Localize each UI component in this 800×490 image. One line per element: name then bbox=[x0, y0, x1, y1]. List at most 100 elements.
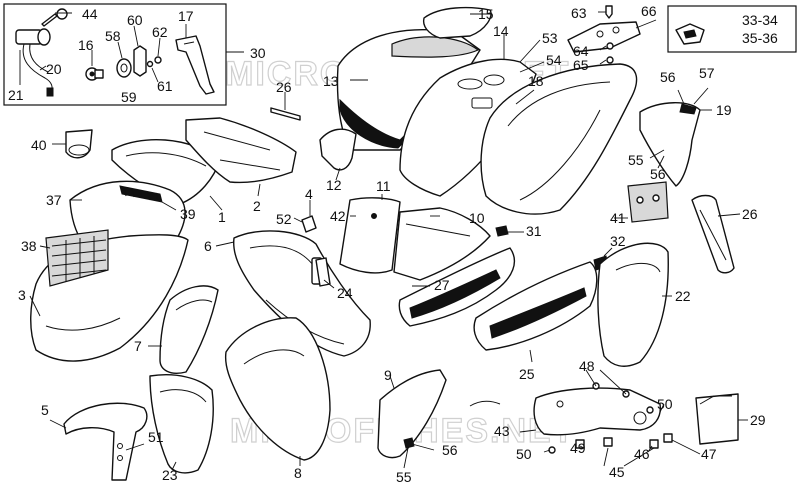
callout-50-bottom: 50 bbox=[516, 446, 532, 462]
lock-cylinder bbox=[85, 67, 104, 81]
glove-box bbox=[339, 194, 491, 281]
callout-6: 6 bbox=[204, 238, 212, 254]
plate-holder bbox=[614, 181, 669, 223]
callout-56-top: 56 bbox=[660, 69, 676, 85]
callout-12: 12 bbox=[326, 177, 342, 193]
callout-5: 5 bbox=[41, 402, 49, 418]
callout-15: 15 bbox=[478, 6, 494, 22]
callout-33-34: 33-34 bbox=[742, 12, 778, 28]
seat-bracket bbox=[319, 128, 357, 181]
callout-30: 30 bbox=[250, 45, 266, 61]
ignition-switch bbox=[15, 28, 54, 97]
front-panel bbox=[29, 229, 189, 362]
inset-frame bbox=[3, 3, 227, 106]
callout-26-right: 26 bbox=[742, 206, 758, 222]
callout-39: 39 bbox=[180, 206, 196, 222]
callout-55-right: 55 bbox=[628, 152, 644, 168]
side-panel-left bbox=[148, 285, 219, 374]
callout-54: 54 bbox=[546, 52, 562, 68]
headlight-housing bbox=[185, 117, 297, 197]
callout-55-bottom: 55 bbox=[396, 469, 412, 485]
rubber-pad bbox=[315, 257, 335, 289]
callout-1: 1 bbox=[218, 209, 226, 225]
callout-47: 47 bbox=[701, 446, 717, 462]
lower-body-cover bbox=[224, 317, 331, 466]
key bbox=[41, 8, 68, 27]
callout-51: 51 bbox=[148, 429, 164, 445]
front-mudguard-upper bbox=[597, 242, 672, 367]
rod bbox=[270, 92, 301, 121]
vent-cap bbox=[52, 129, 93, 159]
tail-light-cover bbox=[639, 87, 712, 187]
callout-21: 21 bbox=[8, 87, 24, 103]
callout-14: 14 bbox=[493, 23, 509, 39]
callout-59: 59 bbox=[121, 89, 137, 105]
callout-49: 49 bbox=[570, 440, 586, 456]
small-screws bbox=[146, 56, 162, 68]
callout-66: 66 bbox=[641, 3, 657, 19]
rear-body-cover bbox=[480, 63, 638, 215]
callout-46: 46 bbox=[634, 446, 650, 462]
callout-60: 60 bbox=[127, 12, 143, 28]
callout-57: 57 bbox=[699, 65, 715, 81]
clip-inset bbox=[667, 5, 797, 53]
callout-56-right: 56 bbox=[650, 166, 666, 182]
callout-26-top: 26 bbox=[276, 79, 292, 95]
callout-63: 63 bbox=[571, 5, 587, 21]
callout-20: 20 bbox=[46, 61, 62, 77]
callout-17: 17 bbox=[178, 8, 194, 24]
rear-fender-bracket bbox=[519, 369, 701, 467]
callout-35-36: 35-36 bbox=[742, 30, 778, 46]
under-seat-tray bbox=[399, 34, 545, 197]
side-panel-right bbox=[691, 194, 741, 274]
ignition-parts-inset bbox=[3, 3, 244, 106]
callout-31: 31 bbox=[526, 223, 542, 239]
callout-40: 40 bbox=[31, 137, 47, 153]
small-clip bbox=[293, 200, 317, 233]
callout-22: 22 bbox=[675, 288, 691, 304]
grab-rail bbox=[422, 6, 492, 39]
callout-38: 38 bbox=[21, 238, 37, 254]
callout-4: 4 bbox=[305, 186, 313, 202]
callout-32: 32 bbox=[610, 233, 626, 249]
callout-27: 27 bbox=[434, 277, 450, 293]
callout-10: 10 bbox=[469, 210, 485, 226]
callout-29: 29 bbox=[750, 412, 766, 428]
callout-52: 52 bbox=[276, 211, 292, 227]
callout-9: 9 bbox=[384, 367, 392, 383]
callout-58: 58 bbox=[105, 28, 121, 44]
callout-53: 53 bbox=[542, 30, 558, 46]
callout-2: 2 bbox=[253, 198, 261, 214]
callout-16: 16 bbox=[78, 37, 94, 53]
callout-25: 25 bbox=[519, 366, 535, 382]
callout-61: 61 bbox=[157, 78, 173, 94]
callout-65: 65 bbox=[573, 57, 589, 73]
callout-13: 13 bbox=[323, 73, 339, 89]
inner-rear-fender bbox=[377, 369, 501, 469]
clip-inset-frame bbox=[667, 5, 797, 53]
callout-3: 3 bbox=[18, 287, 26, 303]
leg-shield bbox=[215, 230, 371, 357]
lock-bracket bbox=[175, 35, 215, 95]
footboard-right bbox=[473, 261, 598, 363]
callout-42: 42 bbox=[330, 208, 346, 224]
callout-62: 62 bbox=[152, 24, 168, 40]
front-mudguard bbox=[49, 402, 148, 481]
left-side-cover bbox=[149, 374, 214, 474]
callout-19: 19 bbox=[716, 102, 732, 118]
callout-50-right: 50 bbox=[657, 396, 673, 412]
tool-bag bbox=[695, 393, 748, 445]
callout-44: 44 bbox=[82, 6, 98, 22]
callout-23: 23 bbox=[162, 467, 178, 483]
footboard-left bbox=[398, 247, 515, 327]
callout-8: 8 bbox=[294, 465, 302, 481]
callout-41: 41 bbox=[610, 210, 626, 226]
rear-bracket bbox=[567, 5, 657, 65]
callout-11: 11 bbox=[376, 178, 391, 194]
callout-45: 45 bbox=[609, 464, 625, 480]
lock-housing bbox=[116, 45, 147, 78]
callout-64: 64 bbox=[573, 43, 589, 59]
callout-24: 24 bbox=[337, 285, 353, 301]
callout-37: 37 bbox=[46, 192, 62, 208]
callout-43: 43 bbox=[494, 423, 510, 439]
